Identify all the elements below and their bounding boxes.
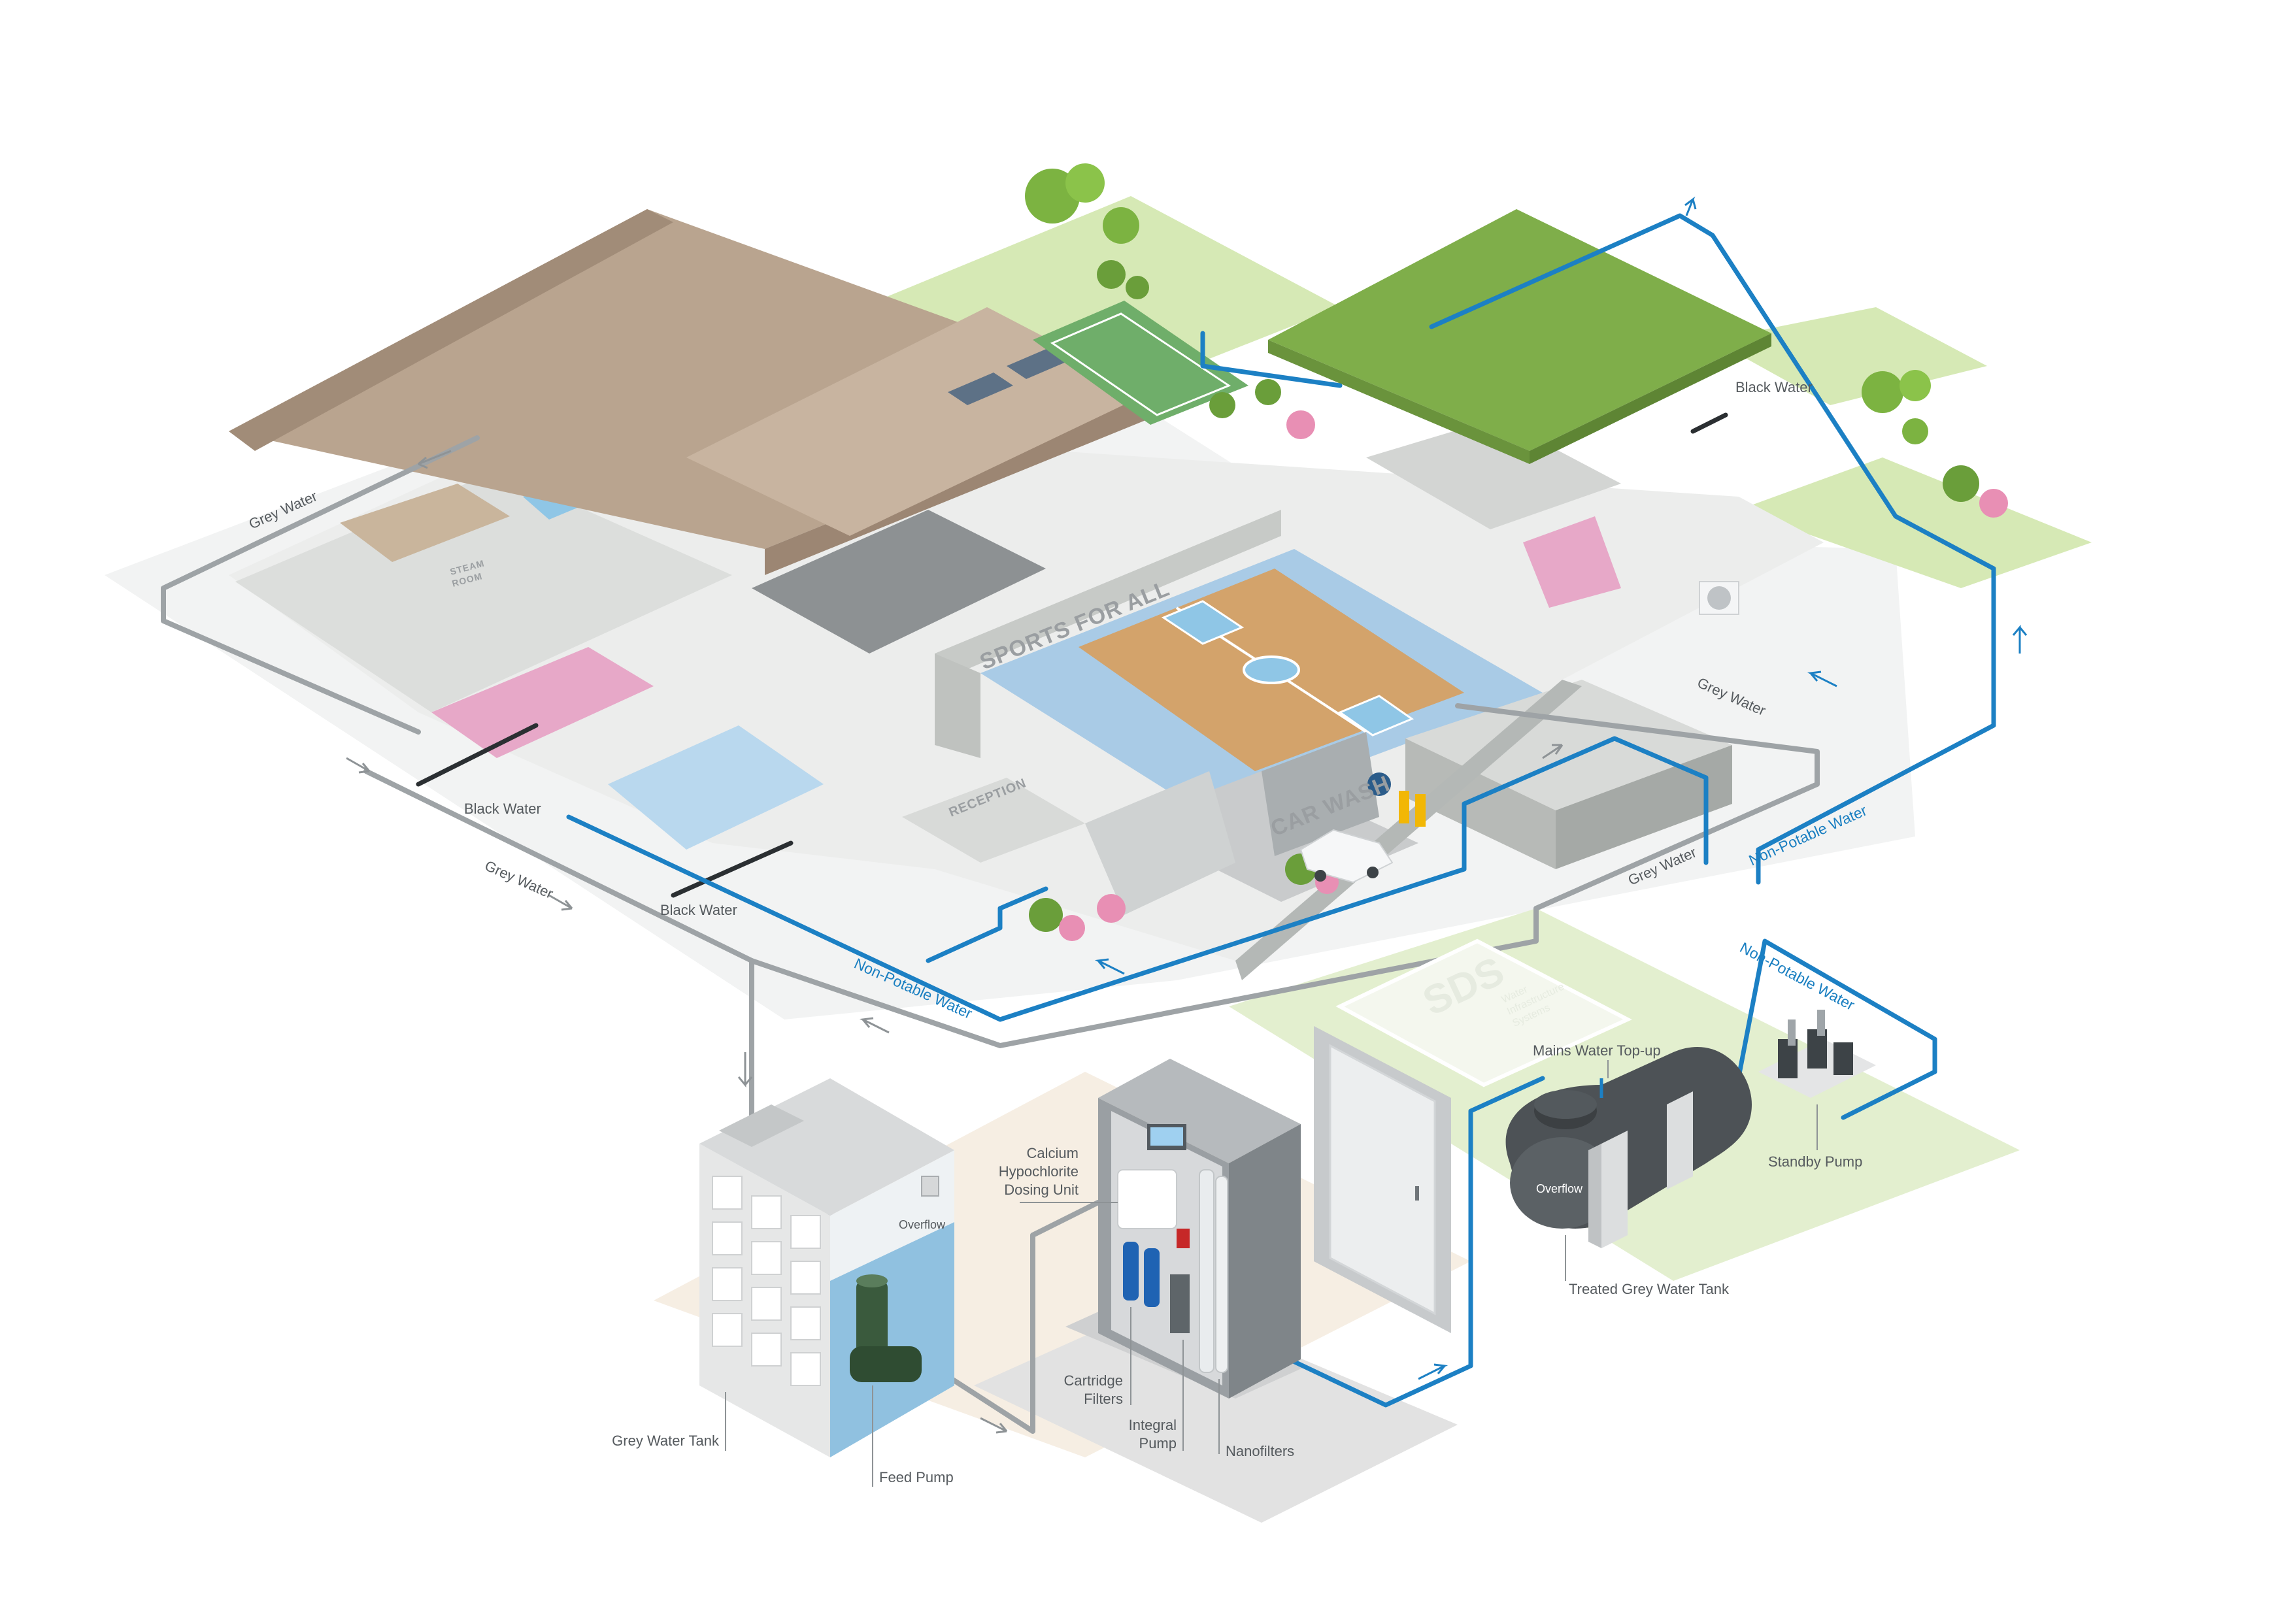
tank-cells bbox=[712, 1176, 821, 1386]
solar-panel bbox=[948, 373, 1013, 405]
integral-pump bbox=[1170, 1274, 1190, 1333]
label-feed-pump: Feed Pump bbox=[879, 1469, 954, 1485]
component-labels: Mains Water Top-up Overflow Standby Pump… bbox=[612, 1042, 1862, 1487]
label-standby-pump: Standby Pump bbox=[1768, 1153, 1862, 1170]
tree bbox=[1900, 370, 1931, 401]
label-black-water-left: Black Water bbox=[464, 801, 541, 817]
blue-pipe-to-treated-tank bbox=[1259, 1076, 1545, 1408]
lawn-right bbox=[1739, 457, 2092, 588]
cartridge-filter bbox=[1123, 1242, 1139, 1301]
cartridge-filter bbox=[1144, 1248, 1160, 1307]
toilets-blue bbox=[608, 725, 824, 850]
dosing-unit bbox=[1117, 1169, 1177, 1229]
svg-text:Filters: Filters bbox=[1084, 1391, 1123, 1407]
label-mains-water-top-up: Mains Water Top-up bbox=[1533, 1042, 1661, 1059]
overflow-fitting bbox=[921, 1176, 939, 1197]
label-nanofilters: Nanofilters bbox=[1226, 1443, 1294, 1459]
tennis-court bbox=[1033, 301, 1248, 425]
label-cartridge-filters: Cartridge bbox=[1064, 1372, 1123, 1389]
plant-plinth bbox=[974, 1301, 1458, 1523]
grey-water-tank bbox=[699, 1078, 954, 1457]
label-overflow-grey: Overflow bbox=[899, 1218, 946, 1231]
black-water-pipes bbox=[416, 412, 1728, 898]
grey-pipe-left-loop bbox=[161, 435, 480, 735]
toilets-pink-right bbox=[1523, 516, 1621, 608]
standby-pump bbox=[1758, 1010, 1876, 1098]
label-grey-water-tank: Grey Water Tank bbox=[612, 1433, 720, 1449]
blue-pipe-main-loop bbox=[566, 736, 1709, 1022]
vegetation bbox=[1025, 163, 2008, 941]
non-potable-water-pipes bbox=[566, 213, 1996, 1408]
label-integral-pump: Integral bbox=[1129, 1417, 1177, 1433]
cafe bbox=[1366, 418, 1621, 529]
blue-pipe-roof bbox=[1429, 213, 1996, 885]
roofs bbox=[229, 209, 1771, 575]
label-black-water-top: Black Water bbox=[1735, 379, 1813, 395]
tree bbox=[1862, 371, 1903, 413]
svg-text:Dosing Unit: Dosing Unit bbox=[1004, 1182, 1079, 1198]
label-black-water-centre: Black Water bbox=[660, 902, 737, 918]
entrance bbox=[1085, 771, 1235, 915]
label-overflow-treated: Overflow bbox=[1536, 1182, 1583, 1195]
tree bbox=[1902, 418, 1928, 444]
sds-logo: SDS Water Infrastructure Systems bbox=[1335, 938, 1632, 1087]
blue-pipe-sprinkler bbox=[1200, 331, 1343, 388]
label-grey-water-left: Grey Water bbox=[482, 857, 556, 902]
grey-pipe-right bbox=[749, 703, 1820, 1048]
label-treated-grey-water-tank: Treated Grey Water Tank bbox=[1569, 1281, 1730, 1297]
tree bbox=[1065, 163, 1105, 203]
steam-room bbox=[340, 484, 510, 562]
tree bbox=[1103, 207, 1139, 244]
blue-pipe-to-standby bbox=[1730, 938, 1937, 1120]
svg-text:Pump: Pump bbox=[1139, 1435, 1177, 1451]
hose-reel bbox=[1367, 772, 1391, 796]
car-wash-equipment bbox=[1299, 581, 1739, 884]
blue-pipe-front bbox=[926, 886, 1048, 963]
treated-grey-water-tank bbox=[1505, 1046, 1752, 1248]
black-pipe-right bbox=[1690, 412, 1728, 434]
black-pipe-left bbox=[416, 723, 539, 787]
building-base bbox=[229, 418, 1824, 980]
gym-floor bbox=[752, 510, 1046, 654]
reception bbox=[902, 778, 1085, 863]
laundry-room bbox=[1405, 680, 1732, 810]
svg-text:Hypochlorite: Hypochlorite bbox=[999, 1163, 1079, 1180]
black-pipe-centre bbox=[671, 840, 794, 898]
green-roof bbox=[1268, 209, 1771, 451]
nanofilter bbox=[1199, 1169, 1214, 1373]
plant-room-door bbox=[1314, 1026, 1451, 1333]
nanofilter bbox=[1215, 1176, 1228, 1373]
label-calcium-dosing: Calcium bbox=[1027, 1145, 1079, 1161]
toilets-pink bbox=[431, 647, 654, 758]
filtration-cabinet bbox=[1098, 1059, 1301, 1399]
